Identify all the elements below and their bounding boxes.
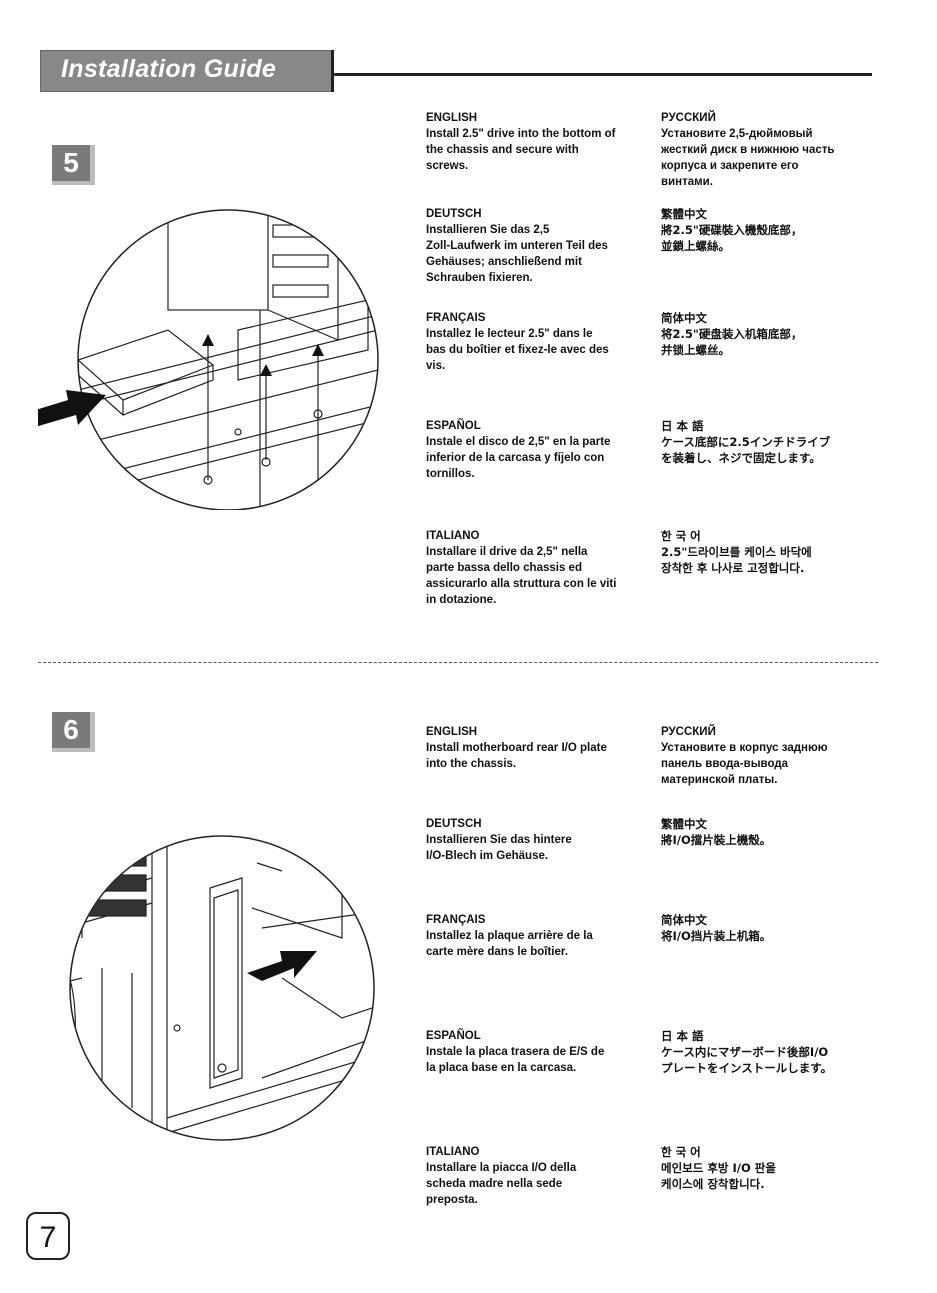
lang-heading: 简体中文 [661,913,707,927]
instruction-text: 메인보드 후방 I/O 판을 케이스에 장착합니다. [661,1161,776,1191]
step6-trad-chinese: 繁體中文 將I/O擋片裝上機殼。 [661,816,891,848]
instruction-text: Installieren Sie das hintere I/O-Blech i… [426,834,572,862]
step5-spanish: ESPAÑOL Instale el disco de 2,5" en la p… [426,418,646,482]
instruction-text: Installez le lecteur 2.5" dans le bas du… [426,328,609,372]
lang-heading: ESPAÑOL [426,420,481,432]
lang-heading: DEUTSCH [426,208,482,220]
step5-french: FRANÇAIS Installez le lecteur 2.5" dans … [426,310,646,374]
instruction-text: Instale la placa trasera de E/S de la pl… [426,1046,605,1074]
instruction-text: Установите 2,5-дюймовый жесткий диск в н… [661,128,835,188]
step5-trad-chinese: 繁體中文 將2.5"硬碟裝入機殼底部， 並鎖上螺絲。 [661,206,891,254]
section-divider [38,662,878,663]
lang-heading: 繁體中文 [661,817,707,831]
lang-heading: FRANÇAIS [426,312,486,324]
step-number-badge: 5 [52,145,95,185]
step6-spanish: ESPAÑOL Instale la placa trasera de E/S … [426,1028,646,1076]
lang-heading: ENGLISH [426,726,478,738]
header-rule [334,73,872,76]
instruction-text: Installare il drive da 2,5" nella parte … [426,546,617,606]
instruction-text: Installare la piacca I/O della scheda ma… [426,1162,577,1206]
step6-italian: ITALIANO Installare la piacca I/O della … [426,1144,646,1208]
lang-heading: DEUTSCH [426,818,482,830]
lang-heading: 日 本 語 [661,1029,704,1043]
lang-heading: РУССКИЙ [661,112,716,124]
instruction-text: Install motherboard rear I/O plate into … [426,742,607,770]
step-number-badge: 6 [52,712,95,752]
step5-german: DEUTSCH Installieren Sie das 2,5 Zoll-La… [426,206,646,286]
lang-heading: 한 국 어 [661,1145,701,1159]
step6-korean: 한 국 어 메인보드 후방 I/O 판을 케이스에 장착합니다. [661,1144,891,1192]
lang-heading: РУССКИЙ [661,726,716,738]
illustration-drive-install [38,209,379,510]
instruction-text: Installez la plaque arrière de la carte … [426,930,593,958]
lang-heading: ITALIANO [426,1146,480,1158]
step6-french: FRANÇAIS Installez la plaque arrière de … [426,912,646,960]
header-tick [331,50,334,92]
instruction-text: 將2.5"硬碟裝入機殼底部， 並鎖上螺絲。 [661,223,803,253]
lang-heading: FRANÇAIS [426,914,486,926]
step5-italian: ITALIANO Installare il drive da 2,5" nel… [426,528,646,608]
step6-simp-chinese: 简体中文 将I/O挡片装上机箱。 [661,912,891,944]
section-header: Installation Guide [40,50,334,92]
instruction-text: Instale el disco de 2,5" en la parte inf… [426,436,611,480]
lang-heading: ENGLISH [426,112,478,124]
instruction-text: Installieren Sie das 2,5 Zoll-Laufwerk i… [426,224,608,284]
step6-japanese: 日 本 語 ケース内にマザーボード後部I/O プレートをインストールします。 [661,1028,891,1076]
instruction-text: Установите в корпус заднюю панель ввода-… [661,742,828,786]
instruction-text: 将2.5"硬盘装入机箱底部， 并锁上螺丝。 [661,327,803,357]
instruction-text: 將I/O擋片裝上機殼。 [661,833,772,847]
page-number: 7 [26,1212,70,1260]
instruction-text: ケース内にマザーボード後部I/O プレートをインストールします。 [661,1045,833,1075]
lang-heading: 繁體中文 [661,207,707,221]
lang-heading: ITALIANO [426,530,480,542]
step6-english: ENGLISH Install motherboard rear I/O pla… [426,724,646,772]
instruction-text: ケース底部に2.5インチドライブ を装着し、ネジで固定します。 [661,435,831,465]
step5-korean: 한 국 어 2.5"드라이브를 케이스 바닥에 장착한 후 나사로 고정합니다. [661,528,891,576]
lang-heading: 简体中文 [661,311,707,325]
step6-russian: РУССКИЙ Установите в корпус заднюю панел… [661,724,891,788]
lang-heading: 日 本 語 [661,419,704,433]
step6-german: DEUTSCH Installieren Sie das hintere I/O… [426,816,646,864]
instruction-text: 将I/O挡片装上机箱。 [661,929,772,943]
instruction-text: Install 2.5" drive into the bottom of th… [426,128,616,172]
instruction-text: 2.5"드라이브를 케이스 바닥에 장착한 후 나사로 고정합니다. [661,545,812,575]
step5-simp-chinese: 简体中文 将2.5"硬盘装入机箱底部， 并锁上螺丝。 [661,310,891,358]
illustration-io-plate-install [69,835,375,1141]
step5-english: ENGLISH Install 2.5" drive into the bott… [426,110,646,174]
header-title: Installation Guide [61,55,277,83]
step5-japanese: 日 本 語 ケース底部に2.5インチドライブ を装着し、ネジで固定します。 [661,418,891,466]
step5-russian: РУССКИЙ Установите 2,5-дюймовый жесткий … [661,110,891,190]
lang-heading: ESPAÑOL [426,1030,481,1042]
lang-heading: 한 국 어 [661,529,701,543]
